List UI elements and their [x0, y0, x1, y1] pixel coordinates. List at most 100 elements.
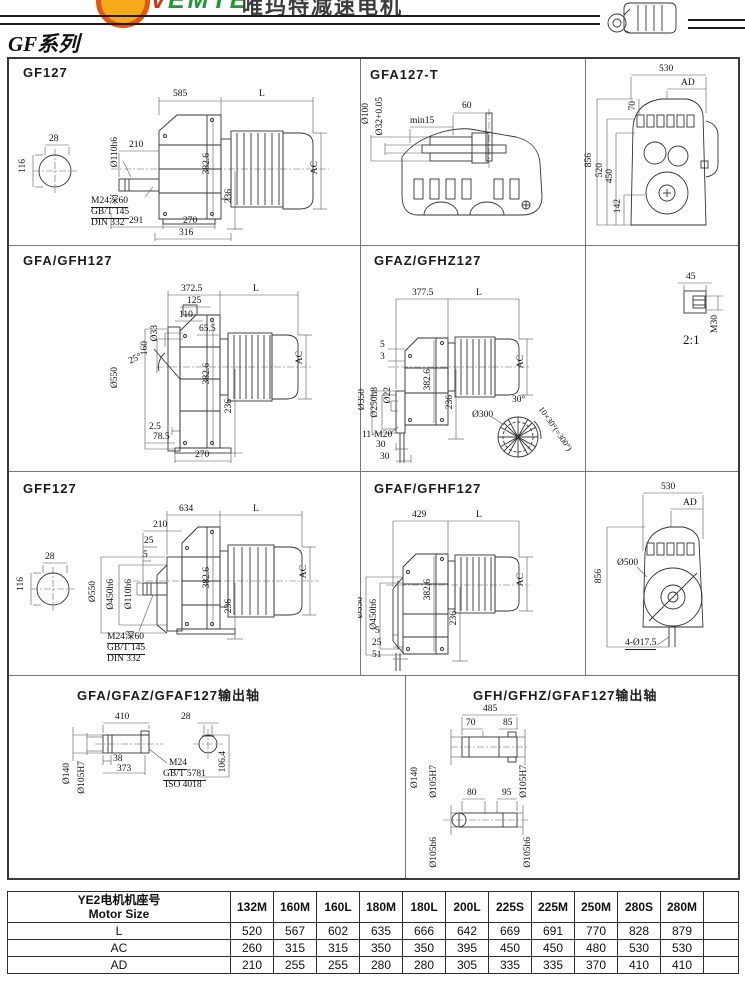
panel-title: GFAZ/GFHZ127	[374, 253, 482, 268]
brand-logo-letter: V	[150, 0, 167, 14]
gfa127t-drawing	[370, 109, 543, 216]
dim-label: 4-Ø17.5	[625, 638, 657, 650]
panel-output-shaft-a: GFA/GFAZ/GFAF127输出轴 410 28 Ø140 Ø105H7 3…	[7, 673, 403, 878]
table-cell: 335	[488, 956, 532, 974]
dim-label: 236	[224, 399, 234, 414]
panel-title: GFA127-T	[370, 67, 439, 82]
column-header: 132M	[230, 891, 274, 923]
gf127-drawing	[32, 97, 329, 241]
dim-label: Ø500	[617, 558, 639, 568]
table-cell: 210	[230, 956, 274, 974]
grid-line	[585, 59, 586, 675]
standard-note: GB/T 145	[107, 643, 146, 655]
dim-label: 85	[503, 718, 513, 728]
dim-label: 382.6	[202, 363, 212, 385]
table-cell: 642	[445, 922, 489, 940]
gearbox-art-icon	[600, 0, 688, 36]
dim-label: 210	[129, 140, 144, 150]
table-cell: 567	[273, 922, 317, 940]
dim-label: 45	[686, 272, 696, 282]
dim-label: 3	[380, 352, 385, 362]
dim-label: L	[476, 510, 482, 520]
panel-gff127: GFF127 634 L 210 25 5 28 116 Ø550 Ø450h6…	[7, 469, 358, 673]
dim-label: Ø33	[150, 325, 160, 342]
gff127-drawing	[30, 511, 319, 640]
page-title: GF系列	[8, 32, 80, 56]
panel-output-shaft-h: GFH/GFHZ/GFAF127输出轴 485 70 85 Ø140 Ø105H…	[403, 673, 738, 878]
dim-label: 78.5	[153, 432, 170, 442]
thread-note: M24	[169, 758, 187, 770]
dim-label: 270	[195, 450, 210, 460]
table-cell: 770	[574, 922, 618, 940]
table-cell: 280	[359, 956, 403, 974]
column-header: 160M	[273, 891, 317, 923]
dim-label: Ø450h6	[106, 579, 116, 610]
column-header: 280S	[617, 891, 661, 923]
panel-gfaf-gfhf127: GFAF/GFHF127 429 L AC Ø550 Ø450h6 382.6 …	[358, 469, 583, 673]
table-cell: 335	[531, 956, 575, 974]
table-cell: 315	[273, 939, 317, 957]
table-cell: 530	[617, 939, 661, 957]
dim-label: 5	[143, 550, 148, 560]
dim-label: 28	[181, 712, 191, 722]
dim-label: L	[476, 288, 482, 298]
dim-label: 70	[628, 101, 638, 111]
table-cell: 315	[316, 939, 360, 957]
dim-label: min15	[410, 116, 435, 126]
output-shaft-h-drawing	[443, 714, 529, 835]
dim-label: Ø350	[358, 389, 367, 411]
dim-label: Ø22	[383, 387, 393, 404]
table-cell: 260	[230, 939, 274, 957]
dim-label: 382.6	[423, 369, 433, 391]
column-header: 280M	[660, 891, 704, 923]
dim-label: Ø32+0.05	[375, 97, 385, 136]
panel-title: GFAF/GFHF127	[374, 481, 482, 496]
table-cell: 410	[660, 956, 704, 974]
dim-label: Ø300	[472, 410, 494, 420]
gfaf-gfhf127-drawing	[365, 520, 533, 671]
header-rule-right	[688, 19, 745, 29]
table-cell: 828	[617, 922, 661, 940]
row-label: AC	[7, 939, 231, 957]
dim-label: AD	[681, 78, 695, 88]
table-cell: 635	[359, 922, 403, 940]
page-header: V EMTE 唯玛特减速电机	[0, 0, 745, 30]
dim-label: 485	[483, 704, 498, 714]
dim-label: 856	[594, 569, 604, 584]
table-cell: 602	[316, 922, 360, 940]
dim-label: Ø110h6	[110, 137, 120, 168]
dim-label: 236	[224, 599, 234, 614]
panel-gfa127t: GFA127-T Ø100 Ø32+0.05 min15 60	[358, 57, 583, 243]
dim-label: Ø550	[110, 367, 120, 389]
dim-label: 116	[18, 159, 28, 173]
table-cell: 395	[445, 939, 489, 957]
thread-note: M24深60	[107, 632, 144, 644]
column-header: 180L	[402, 891, 446, 923]
dim-label: 410	[115, 712, 130, 722]
table-cell: 350	[359, 939, 403, 957]
empty-cell	[703, 956, 739, 974]
empty-cell	[703, 922, 739, 940]
dim-label: 142	[613, 199, 623, 214]
dim-label: Ø105h6	[523, 837, 533, 868]
dim-label: Ø550	[358, 597, 365, 619]
column-header: 250M	[574, 891, 618, 923]
dim-label: Ø100	[361, 103, 371, 125]
dim-label: L	[253, 284, 259, 294]
standard-note: ISO 4018	[165, 780, 202, 790]
empty-cell	[703, 939, 739, 957]
motor-size-table: YE2电机机座号 Motor Size 132M 160M 160L 180M …	[7, 891, 739, 974]
dim-label: Ø105h6	[429, 837, 439, 868]
dim-label: Ø105H7	[77, 761, 87, 794]
dim-label: AC	[299, 565, 309, 579]
grid-line	[9, 675, 738, 676]
standard-note: DIN 332	[91, 218, 125, 228]
dim-label: Ø110h6	[124, 579, 134, 610]
dim-label: 585	[173, 89, 188, 99]
dim-label: 95	[502, 788, 512, 798]
panel-gfa-gfh127: GFA/GFH127 372.5 L 125 110 65.5 Ø33 160 …	[7, 243, 358, 469]
panel-rear-view-bottom: 530 AD 856 Ø500 4-Ø17.5	[583, 469, 738, 673]
standard-note: GB/T 5781	[163, 769, 206, 781]
dim-label: 160	[140, 341, 150, 356]
